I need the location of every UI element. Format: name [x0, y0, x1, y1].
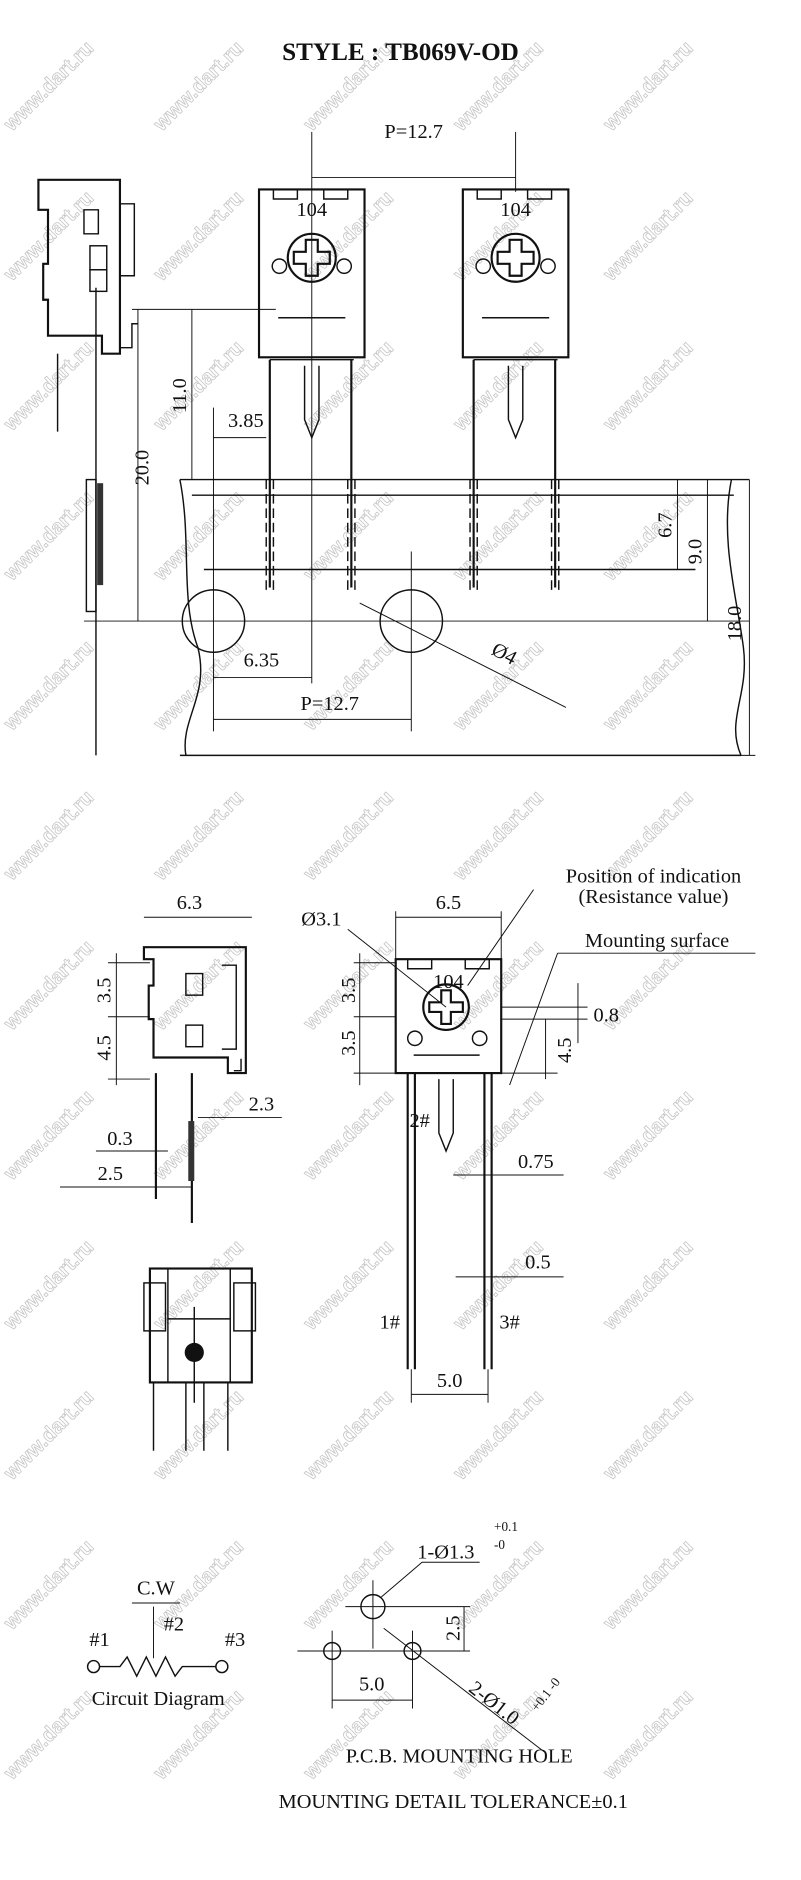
dim-2-3: 2.3 — [249, 1093, 274, 1115]
circuit-diagram: C.W #2 #1 #3 Circuit Diagram — [86, 1578, 245, 1710]
watermark-text: www.dart.ru — [599, 637, 698, 736]
hole-1-spec: 1-Ø1.3 — [417, 1542, 474, 1564]
dim-9-0: 9.0 — [684, 539, 706, 564]
watermark-text: www.dart.ru — [0, 637, 98, 736]
watermark-text: www.dart.ru — [449, 487, 548, 586]
side-view-taped — [37, 178, 138, 756]
watermark-text: www.dart.ru — [0, 1086, 98, 1185]
dim-3-85: 3.85 — [228, 410, 264, 432]
watermark-text: www.dart.ru — [299, 487, 398, 586]
marking-104: 104 — [500, 199, 531, 221]
detail-section: 6.3 3.5 4.5 2.3 0.3 2.5 104 6.5 Ø3.1 Po — [59, 865, 756, 1451]
hole-1-tol-plus: +0.1 — [494, 1519, 518, 1534]
terminal-2-label: #2 — [164, 1614, 184, 1636]
dim-4-5-front: 4.5 — [554, 1038, 576, 1063]
watermark-text: www.dart.ru — [0, 1386, 98, 1485]
watermark-text: www.dart.ru — [149, 487, 248, 586]
dim-6-7: 6.7 — [654, 512, 676, 537]
dim-2-5: 2.5 — [98, 1163, 123, 1185]
cw-label: C.W — [137, 1578, 176, 1600]
watermark-text: www.dart.ru — [599, 1236, 698, 1335]
watermark-text: www.dart.ru — [599, 1686, 698, 1785]
pcb-caption: P.C.B. MOUNTING HOLE — [346, 1746, 573, 1768]
bottom-view — [143, 1267, 257, 1451]
dim-0-75: 0.75 — [518, 1151, 554, 1173]
watermark-text: www.dart.ru — [299, 787, 398, 886]
watermark-text: www.dart.ru — [599, 337, 698, 436]
watermark-layer: www.dart.ru www.dart.ru www.dart.ru www.dar… — [0, 37, 698, 1785]
side-view-detail — [142, 946, 247, 1223]
shaft-diameter: Ø3.1 — [301, 909, 341, 931]
pin-1-label: 1# — [380, 1311, 400, 1333]
dim-width-side: 6.3 — [177, 892, 202, 914]
front-view-detail: 104 — [394, 958, 503, 1370]
dim-4-5-side: 4.5 — [93, 1035, 115, 1060]
watermark-text: www.dart.ru — [0, 787, 98, 886]
tolerance-note: MOUNTING DETAIL TOLERANCE±0.1 — [279, 1791, 628, 1813]
watermark-text: www.dart.ru — [599, 487, 698, 586]
watermark-text: www.dart.ru — [0, 337, 98, 436]
watermark-text: www.dart.ru — [149, 1386, 248, 1485]
resistance-value-label: (Resistance value) — [579, 886, 729, 908]
dim-pitch-top: P=12.7 — [384, 121, 442, 143]
watermark-text: www.dart.ru — [299, 1086, 398, 1185]
watermark-text: www.dart.ru — [299, 637, 398, 736]
dim-11: 11.0 — [169, 378, 191, 413]
pin-3-label: 3# — [499, 1311, 519, 1333]
watermark-text: www.dart.ru — [149, 1086, 248, 1185]
watermark-text: www.dart.ru — [0, 1536, 98, 1635]
mounting-surface-label: Mounting surface — [585, 930, 729, 952]
watermark-text: www.dart.ru — [299, 1536, 398, 1635]
dim-0-5: 0.5 — [525, 1252, 550, 1274]
watermark-text: www.dart.ru — [0, 187, 98, 286]
dim-pin-pitch: 5.0 — [437, 1370, 462, 1392]
watermark-text: www.dart.ru — [599, 187, 698, 286]
dim-3-5-b: 3.5 — [338, 1030, 360, 1055]
marking-104: 104 — [433, 971, 464, 993]
watermark-text: www.dart.ru — [0, 487, 98, 586]
watermark-text: www.dart.ru — [599, 1086, 698, 1185]
watermark-text: www.dart.ru — [149, 37, 248, 136]
dim-3-5-side: 3.5 — [93, 978, 115, 1003]
carrier-tape — [83, 131, 750, 757]
pot-front-right: 104 — [461, 188, 570, 588]
watermark-text: www.dart.ru — [0, 37, 98, 136]
terminal-3-label: #3 — [225, 1629, 245, 1651]
terminal-1-label: #1 — [89, 1629, 109, 1651]
dim-0-3: 0.3 — [107, 1128, 132, 1150]
watermark-text: www.dart.ru — [449, 1386, 548, 1485]
watermark-text: www.dart.ru — [0, 936, 98, 1035]
watermark-text: www.dart.ru — [599, 1386, 698, 1485]
dim-width-front: 6.5 — [436, 892, 461, 914]
watermark-text: www.dart.ru — [299, 337, 398, 436]
dim-3-5-a: 3.5 — [338, 978, 360, 1003]
position-indication-label: Position of indication — [566, 865, 741, 887]
watermark-text: www.dart.ru — [0, 1236, 98, 1335]
dim-2-5: 2.5 — [442, 1615, 464, 1640]
hole-1-tol-minus: -0 — [494, 1537, 505, 1552]
taping-section: 104 104 — [37, 121, 756, 757]
dim-6-35: 6.35 — [244, 650, 280, 672]
watermark-text: www.dart.ru — [149, 187, 248, 286]
dim-0-8: 0.8 — [594, 1005, 619, 1027]
drawing-title: STYLE : TB069V-OD — [282, 39, 519, 66]
dim-20: 20.0 — [132, 450, 154, 486]
dim-18-0: 18.0 — [724, 606, 746, 642]
dim-5-0: 5.0 — [359, 1674, 384, 1696]
watermark-text: www.dart.ru — [149, 936, 248, 1035]
watermark-text: www.dart.ru — [299, 1386, 398, 1485]
dim-pitch-bottom: P=12.7 — [301, 693, 359, 715]
watermark-text: www.dart.ru — [449, 787, 548, 886]
pin-2-label: 2# — [409, 1110, 429, 1132]
watermark-text: www.dart.ru — [599, 37, 698, 136]
watermark-text: www.dart.ru — [0, 1686, 98, 1785]
watermark-text: www.dart.ru — [149, 787, 248, 886]
circuit-caption: Circuit Diagram — [92, 1688, 225, 1710]
watermark-text: www.dart.ru — [599, 1536, 698, 1635]
